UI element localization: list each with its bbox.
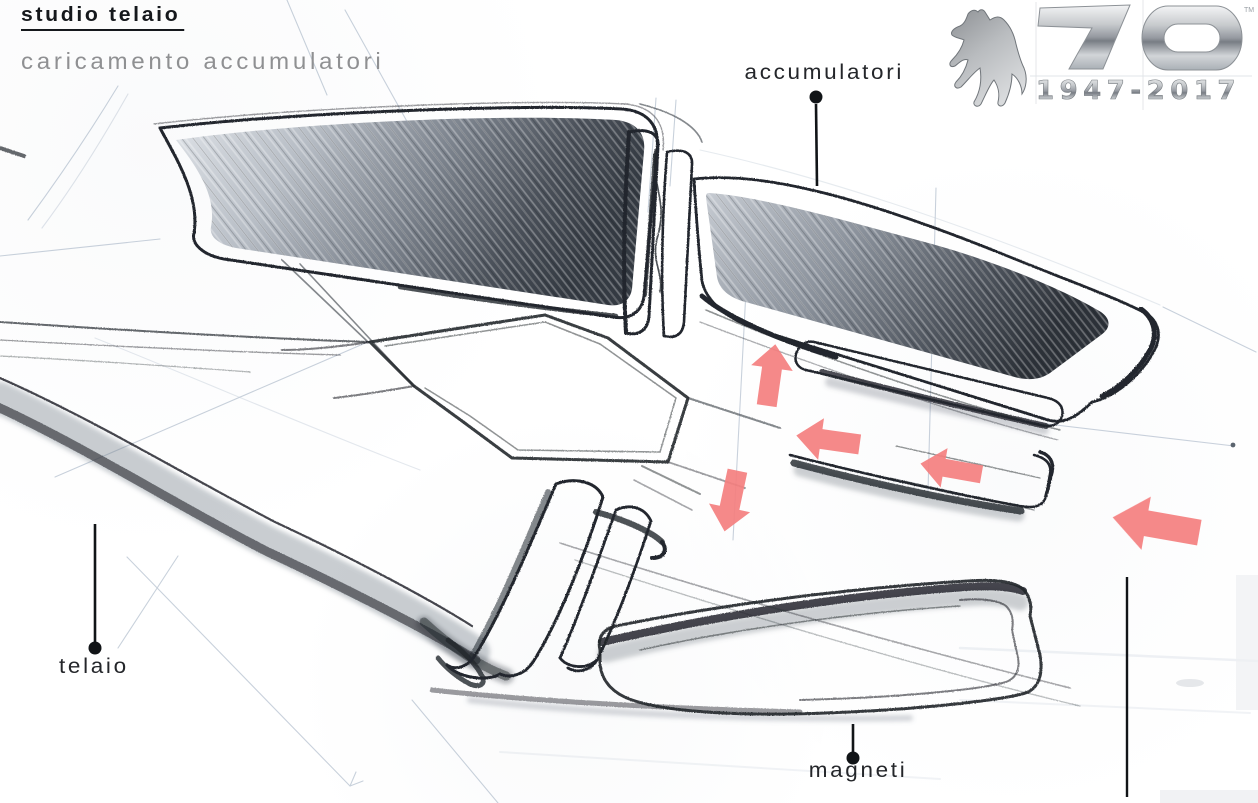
logo-years: 1947-2017: [1036, 76, 1241, 106]
pencil-dot: [1230, 442, 1236, 448]
accumulatori-leader-line: [814, 103, 819, 187]
ferrari-70th-anniversary-logo: TM 1947-2017: [949, 0, 1254, 110]
accumulator-panel-left: [176, 117, 645, 306]
accumulator-panel-right: [706, 193, 1109, 380]
callout-label-telaio: telaio: [59, 655, 129, 678]
telaio-leader-dot: [88, 641, 102, 655]
logo-construction-lines: [1030, 0, 1252, 110]
arrow-left-large-icon: [1112, 496, 1202, 550]
prancing-horse-icon: [949, 9, 1027, 107]
arrow-left-mid-icon: [796, 418, 862, 460]
arrow-left-small-icon: [920, 448, 984, 488]
page-title: studio telaio: [21, 4, 185, 31]
callout-leaders: [88, 90, 1129, 797]
callout-label-magneti: magneti: [808, 759, 908, 782]
accumulatori-leader-dot: [809, 90, 823, 104]
direction-arrows: [709, 344, 1202, 550]
page-subtitle: caricamento accumulatori: [21, 48, 385, 74]
logo-trademark: TM: [1244, 7, 1254, 14]
arrow-up-icon: [751, 344, 793, 408]
main-outlines: [0, 101, 1160, 716]
callout-label-accumulatori: accumulatori: [744, 61, 905, 84]
magneti-leader-dot: [846, 751, 860, 765]
logo-70-numerals: [1037, 4, 1243, 71]
scan-artifacts: [1160, 575, 1258, 803]
arrow-down-icon: [709, 468, 751, 532]
